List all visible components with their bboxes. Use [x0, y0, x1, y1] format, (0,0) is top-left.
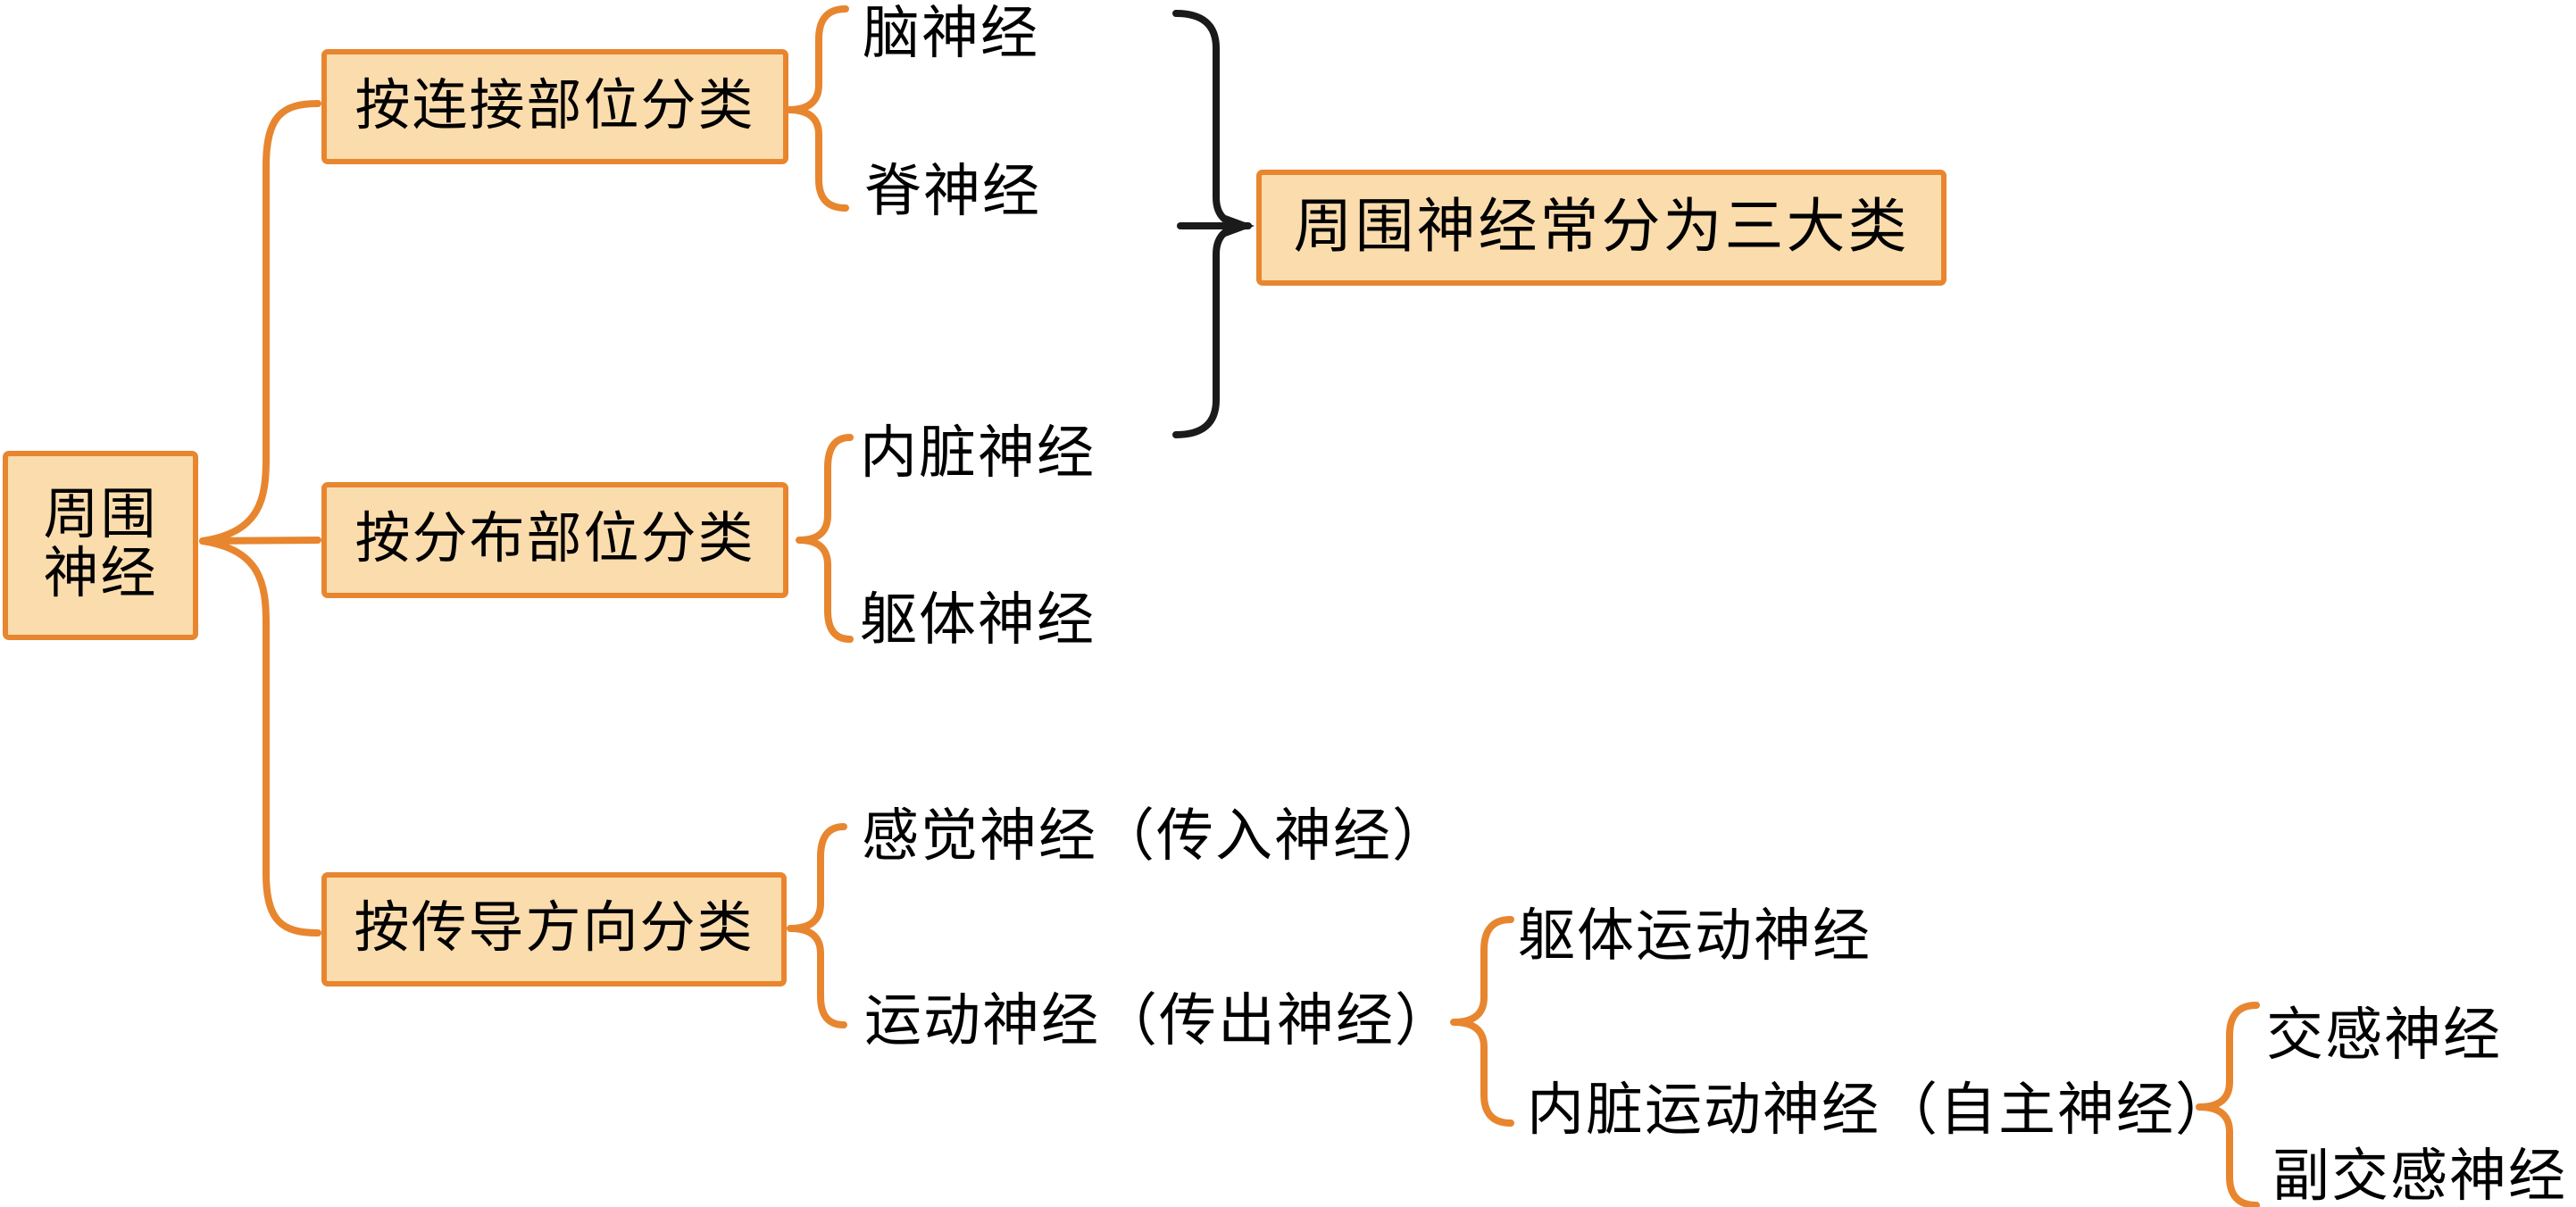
- leaf-sympathetic-nerves: 交感神经: [2266, 1003, 2502, 1067]
- leaf-visceral-motor-nerves: 内脏运动神经（自主神经）: [1527, 1078, 2234, 1142]
- leaf-motor-nerves: 运动神经（传出神经）: [864, 989, 1454, 1053]
- node-summary-three-classes: 周围神经常分为三大类: [1256, 170, 1947, 286]
- arrow-to-summary-head: [1223, 214, 1255, 237]
- node-by-connection-site: 按连接部位分类: [321, 49, 788, 164]
- node-by-conduction-direction: 按传导方向分类: [321, 872, 787, 986]
- brace-motor-subtypes: [1450, 916, 1514, 1127]
- node-summary-three-classes-label: 周围神经常分为三大类: [1293, 195, 1910, 261]
- node-by-connection-site-label: 按连接部位分类: [354, 75, 755, 137]
- node-by-distribution-site: 按分布部位分类: [321, 482, 788, 598]
- trunk-arm-down: [199, 537, 321, 936]
- node-by-distribution-site-label: 按分布部位分类: [354, 509, 755, 570]
- trunk-arm-middle: [199, 537, 321, 545]
- brace-autonomic-subtypes: [2196, 1002, 2260, 1207]
- brace-distribution-children: [796, 434, 854, 643]
- leaf-spinal-nerves: 脊神经: [864, 160, 1041, 223]
- leaf-somatic-motor-nerves: 躯体运动神经: [1518, 904, 1872, 968]
- leaf-parasympathetic-nerves: 副交感神经: [2272, 1145, 2567, 1207]
- node-by-conduction-direction-label: 按传导方向分类: [354, 898, 754, 960]
- leaf-cranial-nerves: 脑神经: [863, 2, 1039, 65]
- leaf-visceral-nerves: 内脏神经: [860, 421, 1096, 485]
- leaf-somatic-nerves: 躯体神经: [860, 588, 1096, 652]
- node-peripheral-nerves: 周围神经: [3, 451, 198, 640]
- brace-connection-children: [785, 5, 849, 212]
- brace-conduction-children: [787, 823, 847, 1028]
- leaf-sensory-nerves: 感觉神经（传入神经）: [862, 804, 1451, 868]
- trunk-arm-up: [199, 100, 321, 545]
- node-peripheral-nerves-label: 周围神经: [43, 485, 158, 604]
